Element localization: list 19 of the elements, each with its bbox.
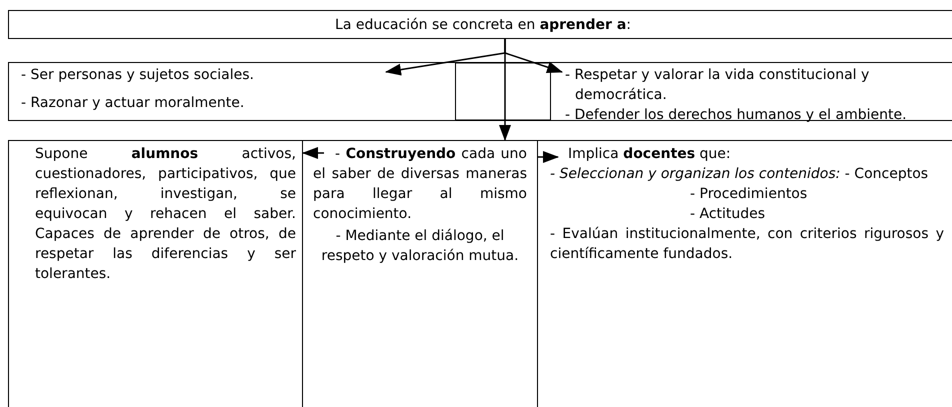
cell-text: - Razonar y actuar moralmente. bbox=[21, 94, 246, 113]
table-cell bbox=[550, 62, 952, 121]
arrow bbox=[302, 147, 324, 159]
cell-text: La educación se concreta en aprender a: bbox=[335, 16, 631, 34]
cell-text: - Ser personas y sujetos sociales. bbox=[21, 66, 255, 85]
arrow bbox=[499, 39, 511, 141]
cell-text: - Actitudes bbox=[689, 205, 766, 224]
cell-text: - Evalúan institucionalmente, con criterios rigurosos y científicamente fundados. bbox=[550, 225, 944, 264]
cell-text: - Mediante el diálogo, el respeto y valoración mutua. bbox=[320, 227, 520, 266]
cell-text: - Procedimientos bbox=[689, 185, 808, 204]
table-cell bbox=[8, 62, 456, 121]
cell-text: Supone alumnos activos, cuestionadores, participativos, que reflexionan, investigan, se equivocan y rehacen el saber. Capaces de aprender de otros, de respetar las diferencias y ser tolerantes. bbox=[35, 145, 296, 284]
cell-text: - Seleccionan y organizan los contenidos: - Conceptos bbox=[550, 165, 930, 184]
cell-text: Implica docentes que: bbox=[567, 145, 732, 164]
arrow bbox=[538, 151, 559, 163]
table-cell bbox=[8, 140, 303, 407]
cell-text: - Respetar y valorar la vida constitucional y democrática. bbox=[565, 66, 870, 105]
table-cell bbox=[8, 10, 952, 39]
cell-text: - Construyendo cada uno el saber de diversas maneras para llegar al mismo conocimiento. bbox=[313, 145, 527, 224]
